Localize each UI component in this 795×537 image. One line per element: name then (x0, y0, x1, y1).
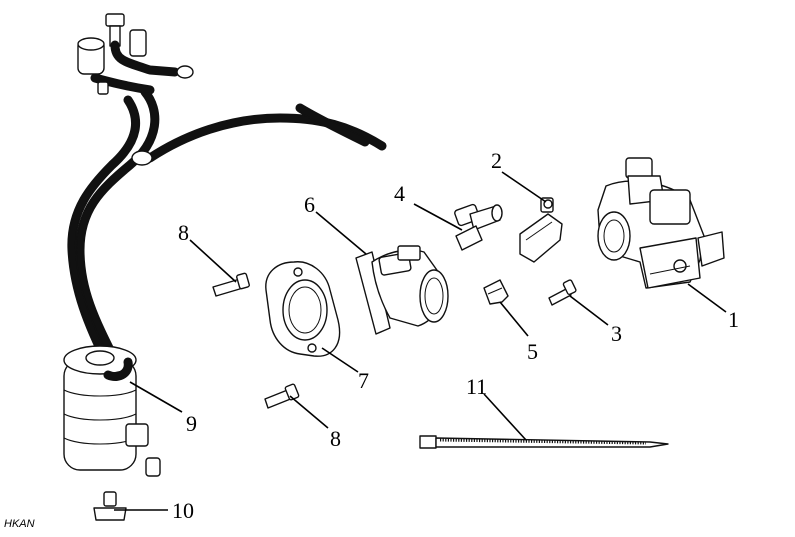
bolt-8-lower (264, 383, 300, 409)
callout-1: 1 (728, 307, 739, 332)
callout-3: 3 (611, 321, 622, 346)
callout-2: 2 (491, 148, 502, 173)
callout-5: 5 (527, 339, 538, 364)
leader-lines (114, 171, 727, 511)
vapor-hose-assembly (63, 13, 387, 477)
callout-8-lower: 8 (330, 426, 341, 451)
sensor-2 (519, 197, 563, 263)
bolt-8-upper (212, 272, 250, 297)
fuel-injector-4 (454, 203, 503, 251)
callout-labels: 1 2 3 4 5 6 7 8 8 9 10 11 (172, 148, 739, 523)
watermark-text: HKAN (4, 518, 35, 530)
callout-8-upper: 8 (178, 220, 189, 245)
throttle-body-1 (597, 157, 725, 289)
callout-4: 4 (394, 181, 405, 206)
clip-5 (483, 279, 509, 305)
flange-bolt-10 (93, 491, 127, 521)
callout-7: 7 (358, 368, 369, 393)
intake-gasket-7 (265, 261, 341, 357)
cable-tie-11 (419, 435, 669, 449)
intake-pipe-6 (355, 245, 449, 335)
callout-9: 9 (186, 411, 197, 436)
callout-10: 10 (172, 498, 194, 523)
callout-11: 11 (466, 374, 487, 399)
screw-3 (548, 279, 577, 306)
callout-6: 6 (304, 192, 315, 217)
